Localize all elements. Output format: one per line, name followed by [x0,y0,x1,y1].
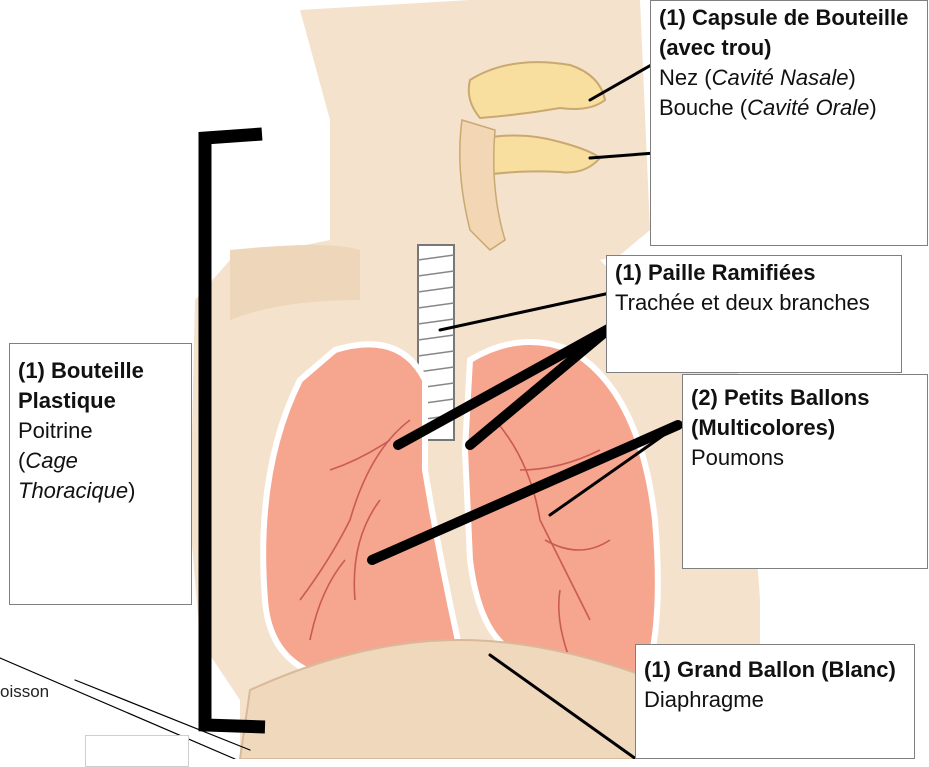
ballons-title: (2) Petits Ballons (Multicolores) [691,383,919,443]
label-bouteille: (1) Bouteille Plastique Poitrine (Cage T… [9,343,192,605]
grand-title: (1) Grand Ballon (Blanc) [644,655,906,685]
paille-text: Trachée et deux branches [615,288,893,318]
capsule-nose: Nez (Cavité Nasale) [659,63,919,93]
label-ballons: (2) Petits Ballons (Multicolores) Poumon… [682,374,928,569]
cut-off-box [85,735,189,767]
label-paille: (1) Paille Ramifiées Trachée et deux bra… [606,255,902,373]
capsule-mouth: Bouche (Cavité Orale) [659,93,919,123]
label-capsule: (1) Capsule de Bouteille (avec trou) Nez… [650,0,928,246]
cut-off-label: oisson [0,682,49,702]
capsule-title: (1) Capsule de Bouteille (avec trou) [659,3,919,63]
paille-title: (1) Paille Ramifiées [615,258,893,288]
bouteille-l2: (Cage Thoracique) [18,446,183,506]
label-grand-ballon: (1) Grand Ballon (Blanc) Diaphragme [635,644,915,759]
grand-text: Diaphragme [644,685,906,715]
bouteille-title: (1) Bouteille Plastique [18,356,183,416]
ballons-text: Poumons [691,443,919,473]
bouteille-l1: Poitrine [18,416,183,446]
